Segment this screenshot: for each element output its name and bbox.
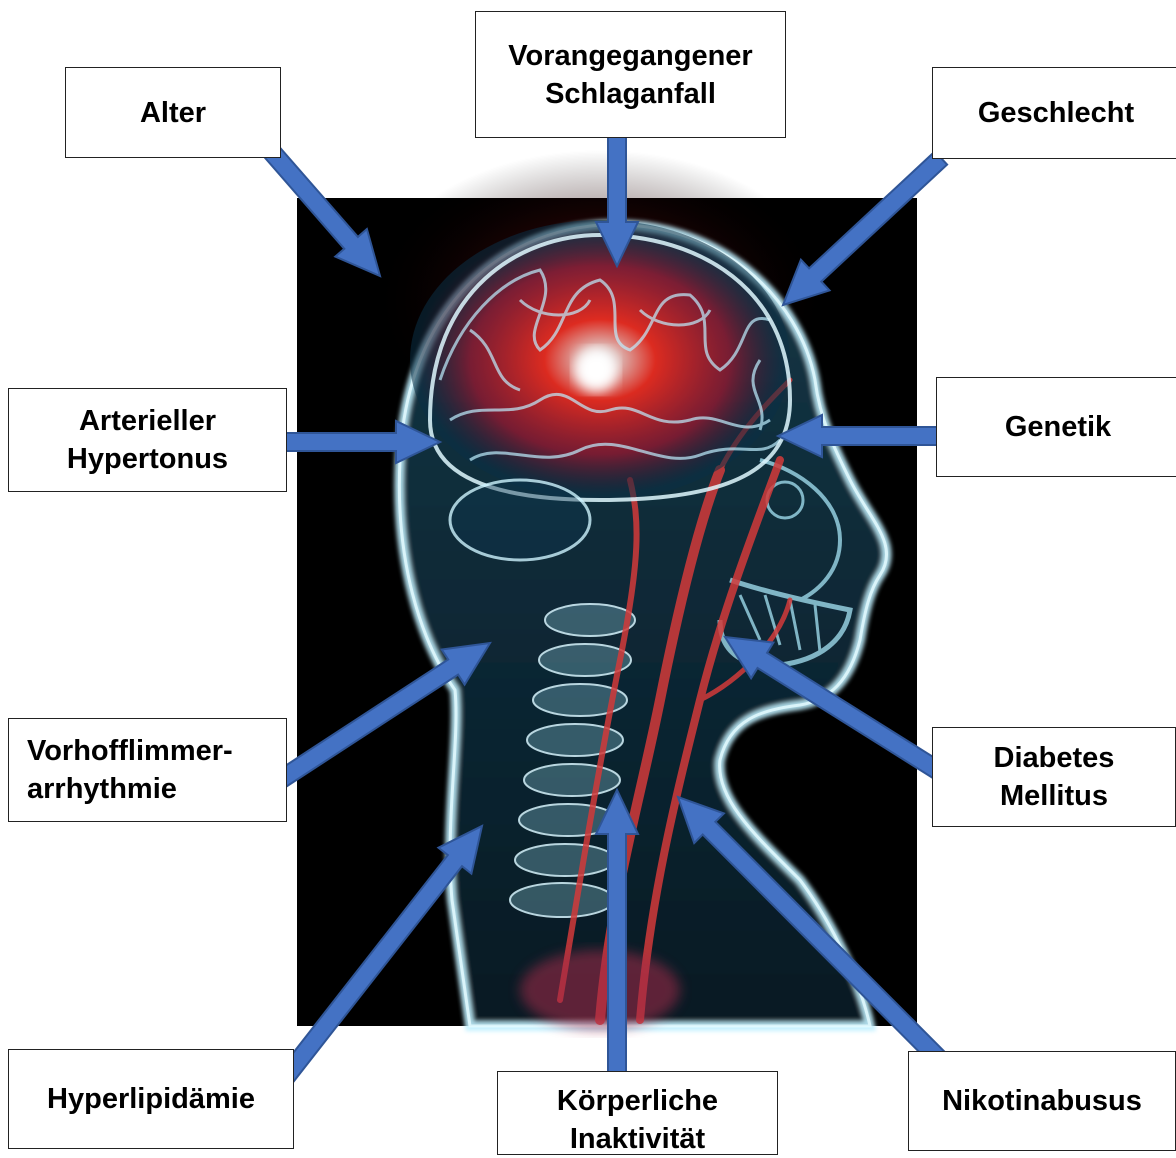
label-nikotinabusus: Nikotinabusus <box>908 1051 1176 1151</box>
label-arterieller-hypertonus: Arterieller Hypertonus <box>8 388 287 492</box>
label-diabetes-line1: Diabetes <box>994 739 1115 777</box>
label-diabetes-mellitus: Diabetes Mellitus <box>932 727 1176 827</box>
label-geschlecht: Geschlecht <box>932 67 1176 159</box>
label-nikotin-text: Nikotinabusus <box>942 1082 1142 1120</box>
label-vorhof-line2: arrhythmie <box>27 770 177 808</box>
label-genetik-text: Genetik <box>1005 408 1111 446</box>
label-arterieller-line1: Arterieller <box>79 402 216 440</box>
label-vorangegangener-line1: Vorangegangener <box>508 37 752 75</box>
label-arterieller-line2: Hypertonus <box>67 440 228 478</box>
heart-glow <box>520 950 680 1030</box>
label-alter: Alter <box>65 67 281 158</box>
label-hyperlipidaemie: Hyperlipidämie <box>8 1049 294 1149</box>
label-koerperliche-line1: Körperliche <box>557 1082 718 1120</box>
label-vorangegangener-line2: Schlaganfall <box>545 75 716 113</box>
label-genetik: Genetik <box>936 377 1176 477</box>
label-koerperliche-line2: Inaktivität <box>570 1120 705 1158</box>
label-vorhof-line1: Vorhofflimmer- <box>27 732 233 770</box>
label-hyperlipid-text: Hyperlipidämie <box>47 1080 255 1118</box>
label-alter-text: Alter <box>140 94 206 132</box>
label-geschlecht-text: Geschlecht <box>978 94 1134 132</box>
label-vorangegangener-schlaganfall: Vorangegangener Schlaganfall <box>475 11 786 138</box>
label-diabetes-line2: Mellitus <box>1000 777 1108 815</box>
label-koerperliche-inaktivitaet: Körperliche Inaktivität <box>497 1071 778 1155</box>
label-vorhofflimmer-arrhythmie: Vorhofflimmer- arrhythmie <box>8 718 287 822</box>
